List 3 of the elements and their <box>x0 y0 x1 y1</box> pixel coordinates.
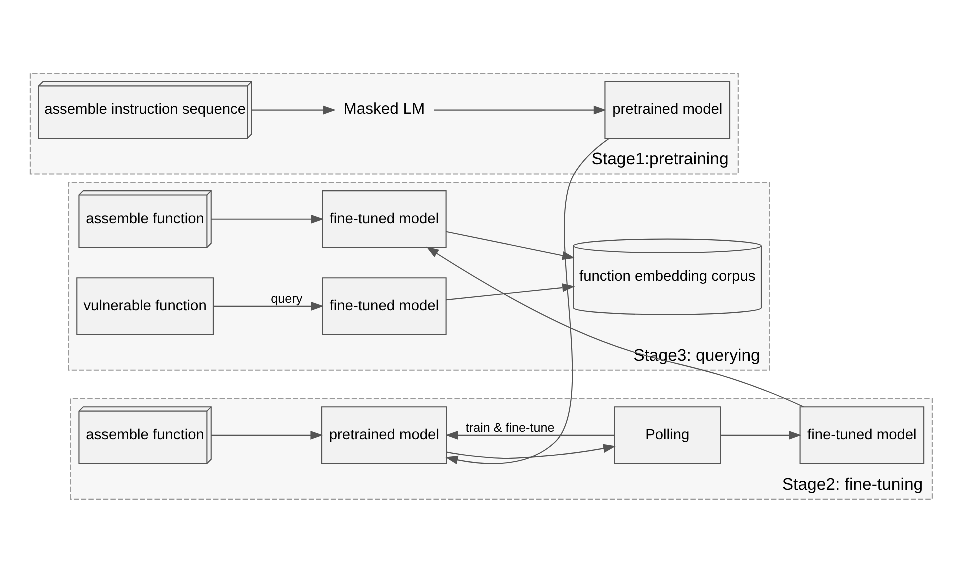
edge-label: query <box>271 291 303 306</box>
edge-label: train & fine-tune <box>466 420 555 434</box>
node-text: Masked LM <box>344 100 426 118</box>
